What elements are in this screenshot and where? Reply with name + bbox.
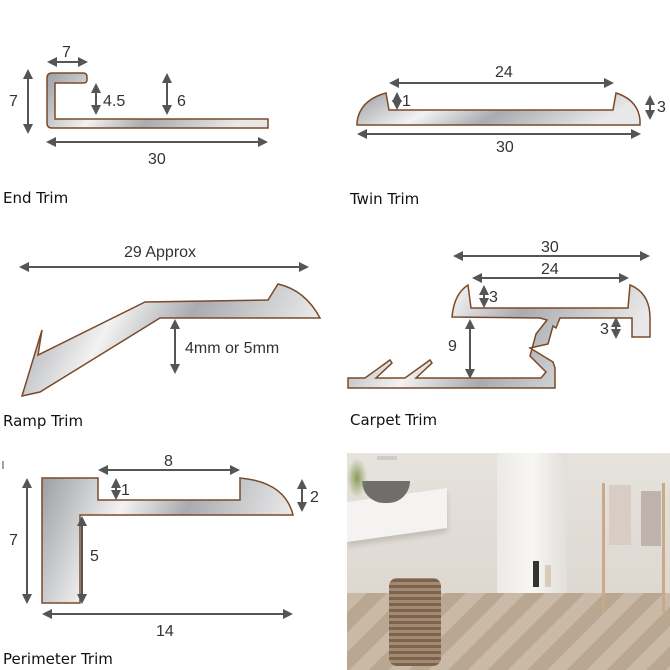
bottle xyxy=(545,565,551,587)
dim-label: 5 xyxy=(90,548,99,565)
towel xyxy=(609,485,631,545)
dim-label: 1 xyxy=(402,93,411,110)
carpet-trim-profile xyxy=(347,283,651,389)
towel xyxy=(641,491,661,546)
ramp-trim-diagram: 29 Approx 4mm or 5mm Ramp Trim xyxy=(3,244,322,430)
end-trim-diagram: 7 7 4.5 6 30 End Trim xyxy=(3,44,269,207)
perimeter-trim-profile xyxy=(41,477,294,604)
dim-label: 30 xyxy=(496,139,514,156)
dim-label: 6 xyxy=(177,93,186,110)
dim-label: 24 xyxy=(541,261,559,278)
dim-label: 3 xyxy=(657,99,666,116)
plant xyxy=(347,458,367,498)
end-trim-caption: End Trim xyxy=(3,189,68,207)
twin-trim-caption: Twin Trim xyxy=(349,190,419,208)
perimeter-trim-diagram: 8 1 2 7 5 14 Perimeter Trim xyxy=(2,453,319,668)
dim-label: 7 xyxy=(9,93,18,110)
twin-trim-diagram: 24 1 3 30 Twin Trim xyxy=(349,64,666,208)
dim-label: 4.5 xyxy=(103,93,125,110)
carpet-trim-caption: Carpet Trim xyxy=(350,411,437,429)
ramp-trim-caption: Ramp Trim xyxy=(3,412,83,430)
faucet xyxy=(377,456,397,460)
wooden-stool xyxy=(389,578,441,666)
twin-trim-profile xyxy=(356,92,641,126)
perimeter-trim-caption: Perimeter Trim xyxy=(3,650,113,668)
bathroom-photo xyxy=(347,453,670,670)
stone-basin xyxy=(362,481,410,503)
dim-label: 29 Approx xyxy=(124,244,196,261)
dim-label: 3 xyxy=(600,321,609,338)
dim-label: 30 xyxy=(541,239,559,256)
dim-label: 8 xyxy=(164,453,173,470)
dim-label: 7 xyxy=(62,44,71,61)
dim-label: 7 xyxy=(9,532,18,549)
dim-label: 1 xyxy=(121,482,130,499)
dim-label: 14 xyxy=(156,623,174,640)
dim-label: 9 xyxy=(448,338,457,355)
dim-label: 2 xyxy=(310,489,319,506)
dim-label: 30 xyxy=(148,151,166,168)
dim-label: 4mm or 5mm xyxy=(185,340,279,357)
ramp-trim-profile xyxy=(20,283,322,398)
carpet-trim-diagram: 30 24 3 3 9 Carpet Trim xyxy=(347,239,651,429)
towel-ladder xyxy=(602,483,605,613)
shower-panel xyxy=(497,453,567,603)
end-trim-profile xyxy=(46,72,269,129)
dim-label: 3 xyxy=(489,289,498,306)
dim-label: 24 xyxy=(495,64,513,81)
bottle xyxy=(533,561,539,587)
towel-ladder xyxy=(662,483,665,613)
